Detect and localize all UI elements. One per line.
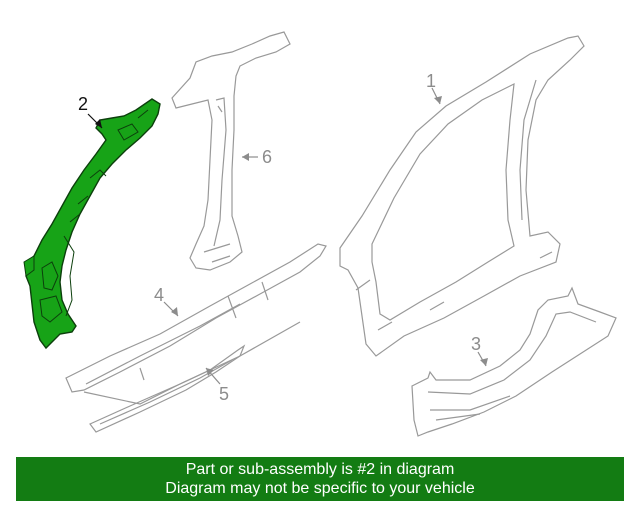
callout-4[interactable]: 4 — [154, 285, 165, 305]
callout-2[interactable]: 2 — [78, 94, 89, 114]
part-3-outer-rocker[interactable] — [411, 286, 617, 437]
part-2-hinge-pillar[interactable] — [23, 98, 161, 350]
callout-5[interactable]: 5 — [219, 384, 230, 404]
banner-line-1: Part or sub-assembly is #2 in diagram — [185, 461, 455, 478]
banner-line-2: Diagram may not be specific to your vehi… — [165, 480, 475, 497]
callout-1[interactable]: 1 — [426, 71, 437, 91]
info-banner: Part or sub-assembly is #2 in diagram Di… — [16, 457, 624, 501]
part-5-rocker-reinforcement[interactable] — [89, 344, 246, 433]
part-6-b-pillar[interactable] — [171, 31, 291, 271]
parts-diagram — [23, 31, 617, 437]
callout-3[interactable]: 3 — [471, 334, 482, 354]
leader-arrowheads — [95, 96, 488, 376]
part-1-side-aperture[interactable] — [339, 35, 585, 357]
callout-6[interactable]: 6 — [262, 147, 273, 167]
part-4-inner-rocker[interactable] — [65, 243, 327, 405]
